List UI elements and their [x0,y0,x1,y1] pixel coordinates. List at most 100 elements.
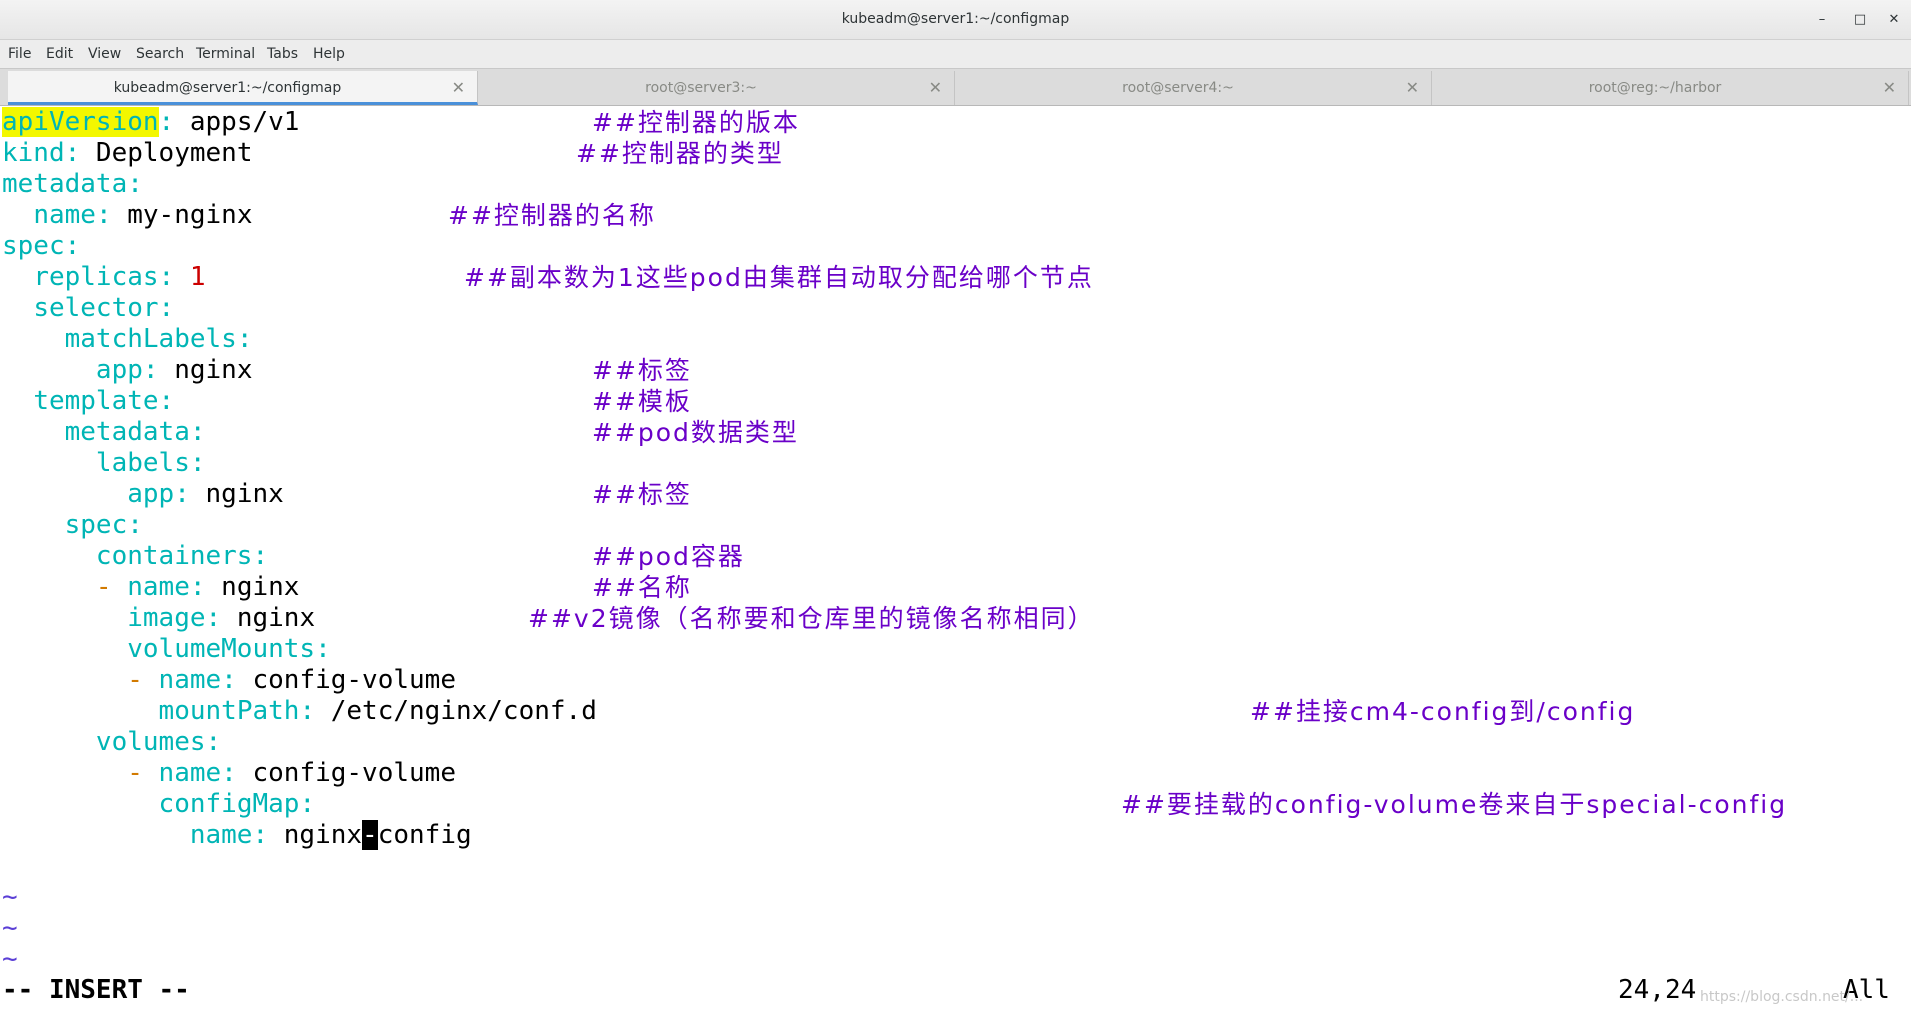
code-comment: ##副本数为1这些pod由集群自动取分配给哪个节点 [464,263,1094,292]
code-comment: ##pod数据类型 [592,418,799,447]
code-comment: ##pod容器 [592,542,745,571]
code-line: name: nginx-config [189,820,472,850]
code-line: image: nginx [127,603,316,633]
code-line: containers: [95,541,269,571]
yaml-value: nginx [221,603,316,633]
yaml-key: kind [2,138,65,168]
window-title: kubeadm@server1:~/configmap [841,11,1070,27]
tab-close-icon[interactable]: ✕ [451,78,465,97]
yaml-value: config [377,820,472,850]
yaml-key: app [95,355,143,385]
code-line: mountPath: /etc/nginx/conf.d [158,696,597,726]
tab-reg-harbor[interactable]: root@reg:~/harbor ✕ [1432,71,1909,105]
yaml-key: volumeMounts [127,634,316,664]
yaml-key: app [127,479,175,509]
code-comment: ##控制器的名称 [448,201,656,230]
menu-view[interactable]: View [88,46,122,62]
tab-server4[interactable]: root@server4:~ ✕ [955,71,1432,105]
text-cursor: - [362,820,378,850]
yaml-value: /etc/nginx/conf.d [315,696,597,726]
tab-label: kubeadm@server1:~/configmap [113,80,342,96]
yaml-key: matchLabels [64,324,237,354]
yaml-value: my-nginx [111,200,253,230]
code-comment: ##标签 [592,480,692,509]
code-line: apiVersion: apps/v1 [2,107,300,137]
yaml-dash: - [95,572,112,602]
yaml-key: image [127,603,206,633]
code-line: configMap: [158,789,316,819]
code-line: app: nginx [127,479,284,509]
yaml-key: mountPath [158,696,300,726]
yaml-key: name [158,758,222,788]
empty-line-tilde: ~ [2,944,18,974]
vim-editor[interactable]: apiVersion: apps/v1 ##控制器的版本 kind: Deplo… [0,106,1911,1016]
vim-mode-indicator: -- INSERT -- [2,975,190,1005]
tab-server1-configmap[interactable]: kubeadm@server1:~/configmap ✕ [8,71,478,105]
maximize-icon[interactable]: □ [1853,12,1867,27]
code-line: template: [33,386,175,416]
code-line: kind: Deployment [2,138,253,168]
code-comment: ##模板 [592,387,692,416]
yaml-key: template [33,386,159,416]
yaml-key: spec [2,231,65,261]
code-line: labels: [95,448,206,478]
yaml-key: spec [64,510,128,540]
yaml-dash: - [127,758,143,788]
minimize-icon[interactable]: – [1818,12,1826,27]
tab-close-icon[interactable]: ✕ [1882,78,1896,97]
menu-file[interactable]: File [8,46,32,62]
code-line: - name: nginx [95,572,300,602]
empty-line-tilde: ~ [2,882,18,912]
cursor-position: 24,24 [1618,975,1697,1005]
menu-help[interactable]: Help [313,46,345,62]
code-comment: ##v2镜像（名称要和仓库里的镜像名称相同） [528,604,1095,633]
code-line: spec: [64,510,143,540]
scroll-position: All [1843,975,1890,1005]
yaml-key: name [33,200,96,230]
code-line: name: my-nginx [33,200,253,230]
code-line: volumes: [95,727,222,757]
tab-close-icon[interactable]: ✕ [928,78,942,97]
yaml-value: Deployment [80,138,253,168]
code-line: metadata: [64,417,206,447]
tab-close-icon[interactable]: ✕ [1405,78,1419,97]
yaml-key: volumes [95,727,206,757]
yaml-key: selector [33,293,159,323]
yaml-key: name [189,820,253,850]
tab-label: root@reg:~/harbor [1588,80,1722,96]
menu-tabs[interactable]: Tabs [267,46,298,62]
code-comment: ##控制器的类型 [576,139,784,168]
yaml-value: nginx [268,820,363,850]
yaml-key: configMap [158,789,300,819]
menu-edit[interactable]: Edit [46,46,74,62]
tab-server3[interactable]: root@server3:~ ✕ [478,71,955,105]
code-comment: ##名称 [592,573,692,602]
code-comment: ##控制器的版本 [592,108,800,137]
code-line: selector: [33,293,175,323]
code-line: matchLabels: [64,324,253,354]
code-line: volumeMounts: [127,634,331,664]
code-comment: ##要挂载的config-volume卷来自于special-config [1121,790,1788,819]
yaml-key: apiVersion [2,107,159,137]
yaml-key: name [127,572,190,602]
menu-terminal[interactable]: Terminal [196,46,256,62]
yaml-key: containers [95,541,253,571]
yaml-key: labels [95,448,190,478]
yaml-value: apps/v1 [174,107,300,137]
tab-label: root@server3:~ [645,80,757,96]
menu-search[interactable]: Search [136,46,185,62]
yaml-key: metadata [64,417,190,447]
code-comment: ##挂接cm4-config到/config [1250,697,1636,726]
tab-bar: kubeadm@server1:~/configmap ✕ root@serve… [0,68,1911,106]
code-comment: ##标签 [592,356,692,385]
code-line: replicas: 1 [33,262,206,292]
yaml-value: nginx [205,572,300,602]
code-line: app: nginx [95,355,253,385]
yaml-key: replicas [33,262,159,292]
window-titlebar: kubeadm@server1:~/configmap – □ ✕ [0,0,1911,40]
tab-label: root@server4:~ [1122,80,1234,96]
close-icon[interactable]: ✕ [1888,12,1900,27]
empty-line-tilde: ~ [2,913,18,943]
yaml-number: 1 [189,262,206,292]
yaml-dash: - [127,665,143,695]
